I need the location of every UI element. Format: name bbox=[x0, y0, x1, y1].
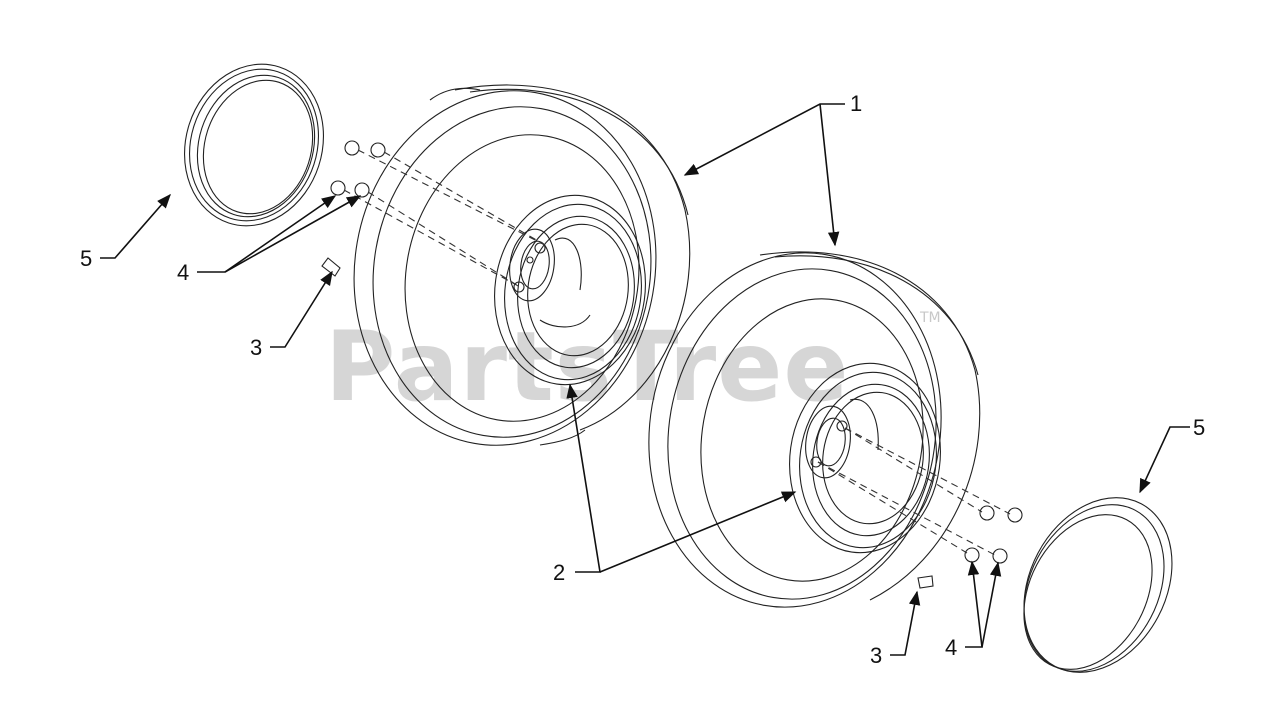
watermark: PartsTree TM bbox=[325, 310, 941, 423]
watermark-text: PartsTree bbox=[325, 311, 849, 423]
tire-right bbox=[648, 251, 981, 608]
callout-5-left: 5 bbox=[80, 246, 92, 271]
tire-left bbox=[353, 84, 691, 446]
callout-4-left: 4 bbox=[177, 260, 189, 285]
hub-cap-right bbox=[1023, 497, 1173, 673]
callout-3-left: 3 bbox=[250, 335, 262, 360]
hub-cap-left bbox=[183, 63, 325, 227]
callout-leaders bbox=[100, 103, 1190, 656]
callout-5-right: 5 bbox=[1193, 415, 1205, 440]
lug-nuts-right bbox=[817, 427, 1023, 564]
callout-4-right: 4 bbox=[945, 635, 957, 660]
callout-1: 1 bbox=[850, 91, 862, 116]
callout-labels: 1 2 3 3 4 4 5 5 bbox=[80, 91, 1205, 668]
callout-3-right: 3 bbox=[870, 643, 882, 668]
callout-2: 2 bbox=[553, 560, 565, 585]
watermark-tm: TM bbox=[919, 310, 941, 326]
valve-stem-left bbox=[321, 257, 341, 277]
valve-stem-right bbox=[917, 575, 934, 589]
lug-nuts-left bbox=[330, 140, 546, 288]
